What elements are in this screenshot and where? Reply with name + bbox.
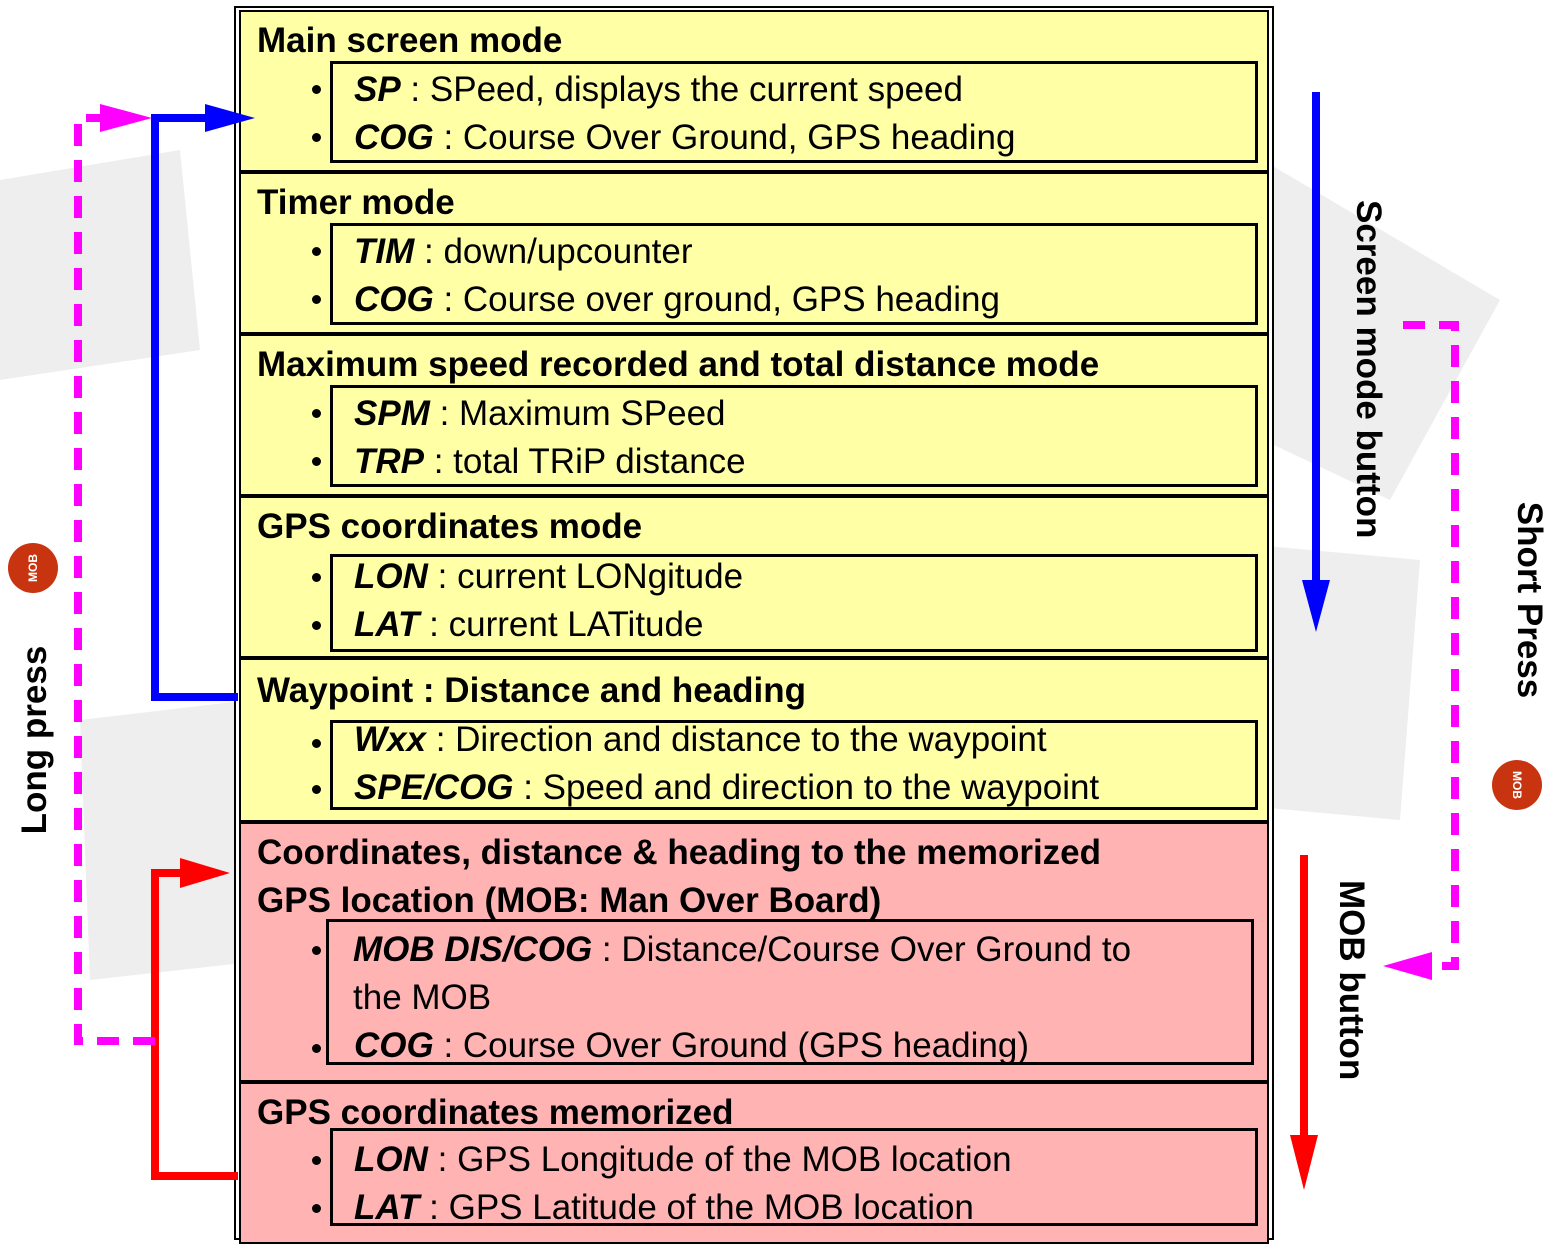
items-box <box>330 720 1258 810</box>
items-box <box>330 61 1258 163</box>
section-waypoint-mode: Waypoint : Distance and heading Wxx : Di… <box>239 658 1269 822</box>
section-title: GPS coordinates mode <box>257 507 643 546</box>
section-max-speed-mode: Maximum speed recorded and total distanc… <box>239 334 1269 496</box>
list-item: SPE/COG : Speed and direction to the way… <box>354 768 1100 807</box>
list-item: Wxx : Direction and distance to the wayp… <box>354 720 1047 759</box>
list-item: LON : GPS Longitude of the MOB location <box>354 1140 1012 1179</box>
bullet <box>312 785 321 794</box>
section-mob-memorized-location: Coordinates, distance & heading to the m… <box>239 822 1269 1082</box>
list-item: LAT : GPS Latitude of the MOB location <box>354 1188 974 1227</box>
mob-button-icon: MOB <box>1492 760 1542 810</box>
mob-button-icon: MOB <box>8 543 58 593</box>
mob-badge-text: MOB <box>1510 771 1524 799</box>
section-title: Timer mode <box>257 183 455 222</box>
section-title: Maximum speed recorded and total distanc… <box>257 345 1100 384</box>
section-main-screen-mode: Main screen mode SP : SPeed, displays th… <box>239 10 1269 172</box>
bullet <box>312 133 321 142</box>
list-item: TRP : total TRiP distance <box>354 442 746 481</box>
mob-badge-text: MOB <box>26 554 40 582</box>
mob-button-label: MOB button <box>1332 880 1371 1081</box>
list-item: LON : current LONgitude <box>354 557 744 596</box>
section-gps-coordinates-memorized: GPS coordinates memorized LON : GPS Long… <box>239 1082 1269 1244</box>
list-item-continuation: the MOB <box>353 978 492 1017</box>
mob-button-arrowhead <box>1290 1135 1318 1190</box>
bullet <box>312 1044 321 1053</box>
list-item: COG : Course Over Ground, GPS heading <box>354 118 1016 157</box>
section-timer-mode: Timer mode TIM : down/upcounter COG : Co… <box>239 172 1269 334</box>
section-title-line2: GPS location (MOB: Man Over Board) <box>257 881 882 920</box>
list-item: SP : SPeed, displays the current speed <box>354 70 963 109</box>
bullet <box>312 457 321 466</box>
bullet <box>312 295 321 304</box>
bullet <box>312 739 321 748</box>
items-box <box>330 385 1258 487</box>
list-item: COG : Course over ground, GPS heading <box>354 280 1000 319</box>
short-press-arrowhead <box>1383 952 1432 980</box>
list-item: LAT : current LATitude <box>354 605 704 644</box>
long-press-arrowhead <box>100 104 152 132</box>
section-title: Waypoint : Distance and heading <box>257 671 807 710</box>
items-box <box>330 554 1258 652</box>
list-item: MOB DIS/COG : Distance/Course Over Groun… <box>353 930 1132 969</box>
section-title-line1: Coordinates, distance & heading to the m… <box>257 833 1102 872</box>
list-item: COG : Course Over Ground (GPS heading) <box>354 1026 1030 1065</box>
bullet <box>312 247 321 256</box>
list-item: SPM : Maximum SPeed <box>354 394 726 433</box>
bullet <box>312 85 321 94</box>
short-press-label: Short Press <box>1510 501 1549 699</box>
bullet <box>312 409 321 418</box>
items-box <box>330 223 1258 325</box>
bullet <box>312 1156 321 1165</box>
section-title: GPS coordinates memorized <box>257 1093 734 1132</box>
red-loop-connector <box>151 869 238 1180</box>
long-press-label: Long press <box>15 645 54 835</box>
section-title: Main screen mode <box>257 21 563 60</box>
bullet <box>312 946 321 955</box>
blue-loop-arrowhead <box>205 104 255 132</box>
items-box <box>326 919 1254 1065</box>
screen-mode-button-label: Screen mode button <box>1349 200 1388 539</box>
bullet <box>312 1204 321 1213</box>
bullet <box>312 621 321 630</box>
long-press-connector <box>74 114 155 1045</box>
bullet <box>312 573 321 582</box>
list-item: TIM : down/upcounter <box>354 232 693 271</box>
short-press-connector <box>1403 321 1459 970</box>
blue-loop-connector <box>151 114 238 701</box>
screen-mode-arrowhead <box>1302 580 1330 632</box>
items-box <box>330 1128 1258 1226</box>
section-gps-coordinates-mode: GPS coordinates mode LON : current LONgi… <box>239 496 1269 658</box>
red-loop-arrowhead <box>180 858 230 888</box>
